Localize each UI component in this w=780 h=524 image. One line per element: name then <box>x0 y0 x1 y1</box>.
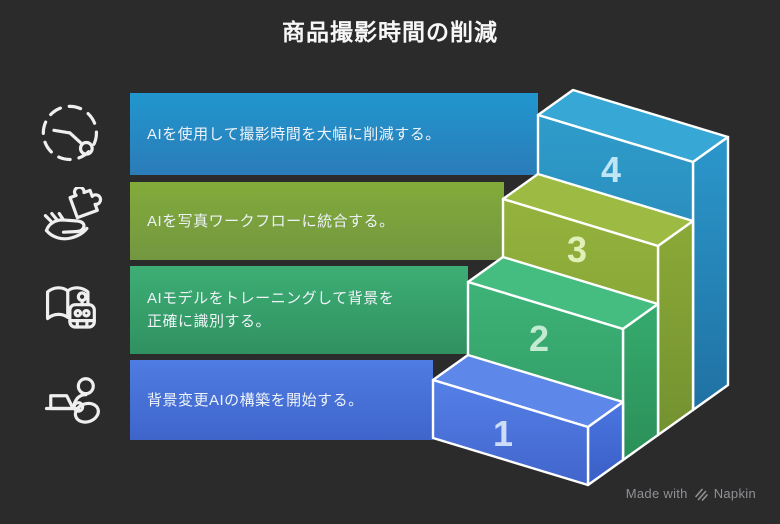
step-4-side-face <box>691 135 730 412</box>
step-1-block: 1 <box>431 353 625 487</box>
step-2-side-face <box>621 302 660 462</box>
step-4-top-face <box>536 88 730 164</box>
hand-puzzle-icon <box>38 185 106 255</box>
step-1-front-face <box>431 378 590 487</box>
step-2-front-face <box>466 280 625 462</box>
page-title: 商品撮影時間の削減 <box>282 19 498 45</box>
step-3-front-face <box>501 197 660 437</box>
step-row-label-line: 正確に識別する。 <box>147 313 272 330</box>
step-row: AIモデルをトレーニングして背景を 正確に識別する。 <box>130 266 468 354</box>
step-2-block: 2 <box>466 255 660 462</box>
step-1-side-face <box>586 400 625 487</box>
step-row: AIを使用して撮影時間を大幅に削減する。 <box>130 93 538 175</box>
made-with-text: Made with <box>625 486 688 501</box>
step-number: 3 <box>567 229 587 270</box>
brand-text: Napkin <box>713 486 756 501</box>
step-row: 背景変更AIの構築を開始する。 <box>130 360 433 440</box>
step-1-top-face <box>431 353 625 429</box>
step-row: AIを写真ワークフローに統合する。 <box>130 182 504 260</box>
step-number: 2 <box>529 318 549 359</box>
step-4-block: 4 <box>536 88 730 412</box>
step-row-label-line: AIモデルをトレーニングして背景を <box>147 290 395 307</box>
book-robot-icon <box>38 276 106 344</box>
step-3-block: 3 <box>501 172 695 437</box>
step-number: 1 <box>493 413 513 454</box>
stopwatch-icon <box>38 100 106 168</box>
napkin-logo-icon <box>694 488 708 501</box>
footer-credit: Made with Napkin <box>626 486 756 501</box>
step-3-top-face <box>501 172 695 248</box>
step-4-front-face <box>536 113 695 412</box>
person-laptop-icon <box>38 366 106 434</box>
step-row-label-line: 背景変更AIの構築を開始する。 <box>147 391 364 409</box>
step-row-label-line: AIを使用して撮影時間を大幅に削減する。 <box>147 125 441 143</box>
step-2-top-face <box>466 255 660 331</box>
step-3-side-face <box>656 219 695 437</box>
step-row-label-line: AIを写真ワークフローに統合する。 <box>147 212 395 230</box>
step-number: 4 <box>601 149 621 190</box>
